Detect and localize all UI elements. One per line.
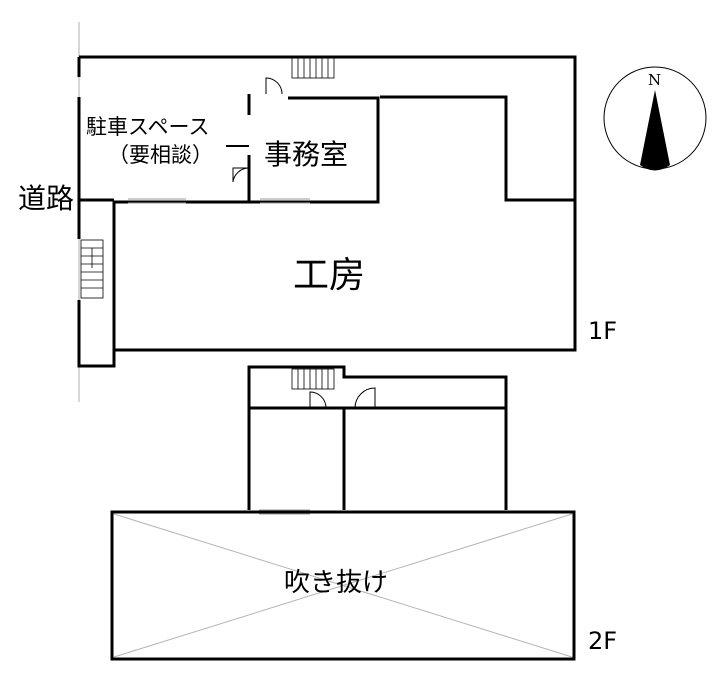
doors-2f xyxy=(309,387,376,409)
atrium-cross xyxy=(113,513,573,658)
floor-2f-walls xyxy=(110,365,576,661)
road-label: 道路 xyxy=(18,182,75,215)
stairs-1f-left xyxy=(80,239,104,299)
parking-note: （要相談） xyxy=(108,143,213,167)
floor-2f-label: 2F xyxy=(588,627,618,655)
floor-1f-walls xyxy=(77,55,577,368)
office-label: 事務室 xyxy=(264,138,349,171)
floor-2f-window xyxy=(259,509,310,515)
floor-1f-label: 1F xyxy=(588,317,618,345)
workshop-label: 工房 xyxy=(293,255,366,296)
north-arrow-icon xyxy=(640,90,670,171)
floor-1f-windows xyxy=(128,198,310,204)
atrium-label: 吹き抜け xyxy=(284,568,389,598)
stairs-2f xyxy=(291,368,335,390)
doors-1f xyxy=(226,77,283,183)
parking-label: 駐車スペース xyxy=(86,115,210,139)
stairs-1f-top xyxy=(291,57,335,79)
compass xyxy=(603,66,707,171)
north-label: N xyxy=(648,71,662,89)
